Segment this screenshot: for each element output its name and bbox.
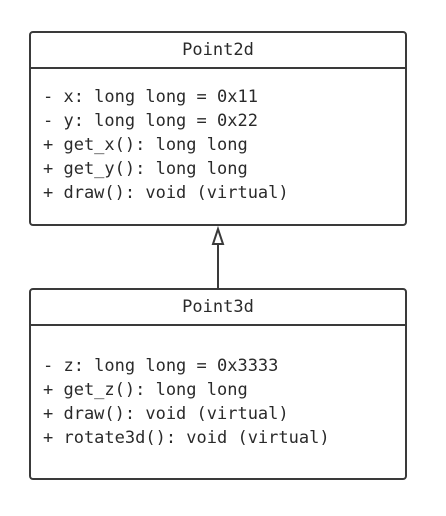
member-method: + get_x(): long long <box>43 135 248 155</box>
member-method: + rotate3d(): void (virtual) <box>43 428 330 448</box>
member-attribute: - x: long long = 0x11 <box>43 87 258 107</box>
class-name-point2d: Point2d <box>31 33 405 69</box>
member-list-point3d: - z: long long = 0x3333 + get_z(): long … <box>31 354 330 450</box>
inheritance-arrowhead <box>211 225 225 245</box>
class-name-point3d: Point3d <box>31 290 405 326</box>
member-method: + get_y(): long long <box>43 159 248 179</box>
class-box-point2d[interactable]: Point2d - x: long long = 0x11 - y: long … <box>29 31 407 226</box>
class-box-point3d[interactable]: Point3d - z: long long = 0x3333 + get_z(… <box>29 288 407 480</box>
member-attribute: - z: long long = 0x3333 <box>43 356 279 376</box>
member-list-point2d: - x: long long = 0x11 - y: long long = 0… <box>31 85 289 205</box>
member-attribute: - y: long long = 0x22 <box>43 111 258 131</box>
member-method: + draw(): void (virtual) <box>43 183 289 203</box>
member-method: + get_z(): long long <box>43 380 248 400</box>
member-method: + draw(): void (virtual) <box>43 404 289 424</box>
